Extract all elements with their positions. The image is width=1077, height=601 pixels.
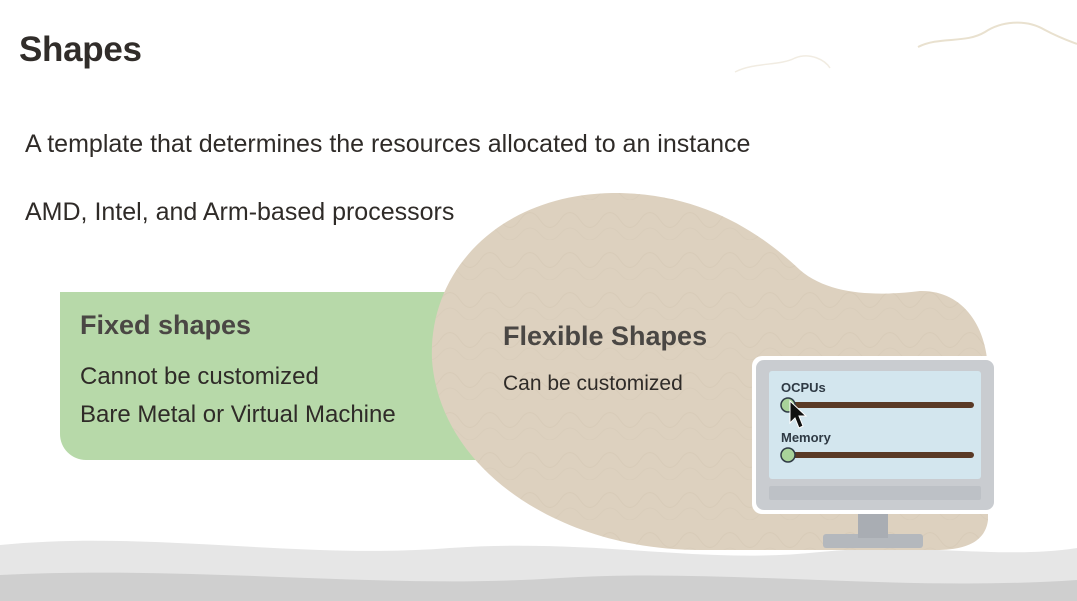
memory-slider[interactable] <box>780 447 974 463</box>
monitor-icon <box>752 356 998 548</box>
cloud-outline-icon <box>734 55 831 73</box>
cloud-outline-icon <box>917 21 1077 48</box>
ground-terrain <box>0 572 1077 601</box>
flexible-shapes-line: Can be customized <box>503 372 683 395</box>
fixed-shapes-card <box>60 292 480 460</box>
slide-title: Shapes <box>19 30 142 69</box>
bullet-processors: AMD, Intel, and Arm-based processors <box>25 198 455 226</box>
flexible-shapes-title: Flexible Shapes <box>503 321 708 351</box>
fixed-shapes-line: Cannot be customized <box>80 363 319 390</box>
monitor-stand-base <box>823 534 923 548</box>
memory-slider-knob <box>780 447 796 463</box>
bullet-template-definition: A template that determines the resources… <box>25 130 751 158</box>
fixed-shapes-title: Fixed shapes <box>80 310 252 340</box>
mouse-cursor-icon <box>789 399 808 429</box>
memory-label: Memory <box>781 430 831 445</box>
ocpus-slider[interactable] <box>780 397 974 429</box>
ocpus-label: OCPUs <box>781 380 826 395</box>
fixed-shapes-line: Bare Metal or Virtual Machine <box>80 401 396 428</box>
